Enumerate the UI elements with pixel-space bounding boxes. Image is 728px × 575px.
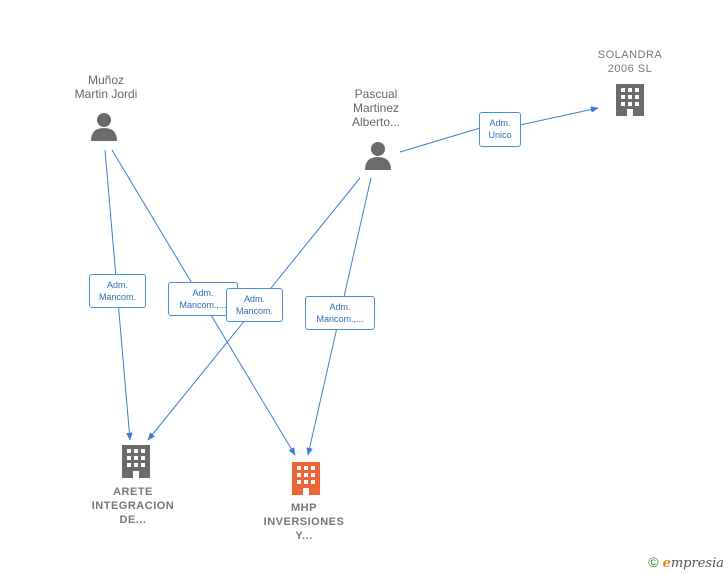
building-icon-highlight[interactable]: [292, 462, 320, 495]
person-name-line: Alberto...: [351, 115, 401, 129]
edge-role-line: Adm.: [489, 118, 511, 128]
brand-logo: empresia: [662, 556, 724, 571]
person-name-line: Martinez: [352, 101, 399, 115]
building-icon[interactable]: [616, 84, 644, 116]
edge-role-line: Unico: [488, 130, 512, 140]
edge-role-line: Adm.: [243, 294, 265, 304]
person-icon[interactable]: [91, 113, 117, 141]
edge-role-line: Mancom.,...: [179, 300, 227, 310]
company-name-line: Y...: [295, 530, 313, 542]
footer-brand: ©empresia: [648, 554, 724, 571]
edge-role-line: Adm.: [192, 288, 214, 298]
person-label-munoz[interactable]: Muñoz Martin Jordi: [56, 73, 156, 101]
person-icon[interactable]: [365, 142, 391, 170]
building-icon[interactable]: [122, 445, 150, 478]
company-name-line: DE...: [119, 514, 147, 526]
edge-role-line: Adm.: [329, 302, 351, 312]
edge-role-line: Adm.: [106, 280, 128, 290]
copyright-icon: ©: [648, 554, 659, 570]
company-label-arete[interactable]: ARETE INTEGRACION DE...: [83, 485, 183, 527]
person-label-pascual[interactable]: Pascual Martinez Alberto...: [326, 87, 426, 129]
edge-pascual-solandra: [399, 108, 598, 153]
company-label-solandra[interactable]: SOLANDRA 2006 SL: [580, 48, 680, 76]
edge-label-pascual-mhp[interactable]: Adm. Mancom.,...: [305, 296, 375, 330]
edge-label-pascual-solandra[interactable]: Adm. Unico: [479, 112, 521, 147]
company-name-line: 2006 SL: [607, 63, 653, 75]
company-name-line: ARETE: [113, 486, 153, 498]
company-name-line: INTEGRACION: [91, 500, 175, 512]
edge-label-pascual-arete[interactable]: Adm. Mancom.: [226, 288, 283, 322]
company-label-mhp[interactable]: MHP INVERSIONES Y...: [254, 501, 354, 543]
edge-label-munoz-arete[interactable]: Adm. Mancom.: [89, 274, 146, 308]
person-name-line: Muñoz: [87, 73, 125, 87]
person-name-line: Martin Jordi: [74, 87, 138, 101]
edge-role-line: Mancom.: [235, 306, 273, 316]
edge-role-line: Mancom.,...: [316, 314, 364, 324]
company-name-line: MHP: [291, 502, 317, 514]
company-name-line: INVERSIONES: [263, 516, 345, 528]
company-name-line: SOLANDRA: [597, 49, 663, 61]
person-name-line: Pascual: [354, 87, 398, 101]
edge-role-line: Mancom.: [98, 292, 136, 302]
